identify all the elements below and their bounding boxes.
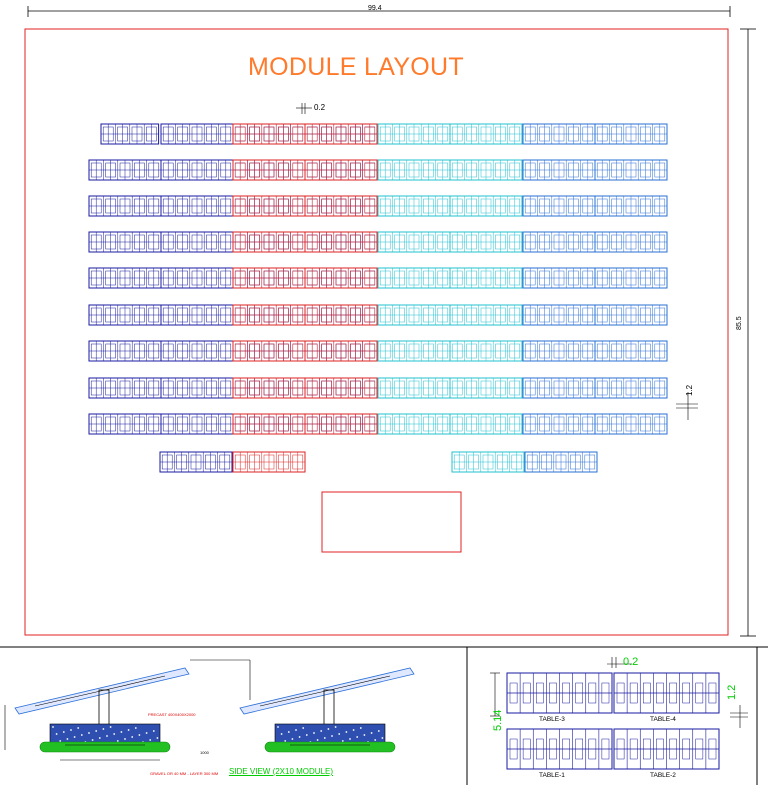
width-dimension-label: 99.4: [368, 5, 382, 12]
table-name-1: TABLE-1: [539, 772, 565, 779]
table-layout-drawing: [490, 657, 748, 770]
table-row-gap-label: 1.2: [726, 684, 738, 700]
module-gap-label: 0.2: [314, 103, 326, 112]
table-height-label: 5.14: [492, 709, 504, 731]
side-view-drawing: [4, 659, 415, 761]
row-gap-label: 1.2: [685, 384, 694, 396]
layout-border: [24, 28, 729, 636]
side-view-title: SIDE VIEW (2X10 MODULE): [229, 767, 334, 776]
height-dimension-label: 85.5: [736, 316, 743, 330]
table-name-4: TABLE-4: [650, 716, 676, 723]
side-view-note-gravel: GRAVEL OR 40 MM - LAYER 300 MM: [150, 771, 219, 776]
inverter-room: [321, 491, 462, 553]
table-name-2: TABLE-2: [650, 772, 676, 779]
module-array: [88, 123, 668, 473]
table-name-3: TABLE-3: [539, 716, 565, 723]
bottom-panel-borders: [0, 646, 768, 785]
page-title: MODULE LAYOUT: [248, 53, 464, 81]
side-view-note-precast: PRECAST 400X400X2000: [148, 712, 196, 717]
dimension-lines: [27, 6, 756, 637]
side-view-note-dimension: 1000: [200, 750, 209, 755]
table-module-gap-label: 0.2: [623, 656, 639, 668]
